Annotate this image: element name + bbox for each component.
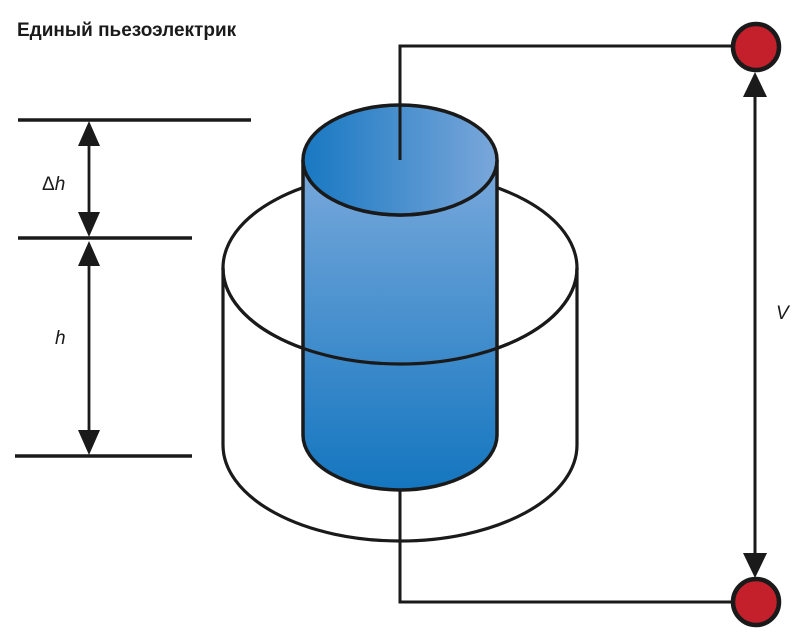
outer-cylinder-front-rim (221, 267, 579, 366)
delta-h-label: Δh (42, 174, 65, 195)
voltage-label: V (776, 303, 791, 324)
delta-symbol: Δ (42, 174, 55, 195)
h-arrowhead-up (78, 241, 100, 266)
bottom-electrode-wire (398, 490, 734, 604)
top-terminal (730, 21, 782, 73)
delta-h-arrowhead-up (78, 121, 100, 146)
delta-h-letter: h (55, 174, 66, 195)
voltage-arrowhead-down (743, 553, 767, 578)
delta-h-arrowhead-down (78, 212, 100, 237)
h-label: h (55, 328, 66, 349)
diagram-title: Единый пьезоэлектрик (17, 20, 237, 41)
top-electrode-wire (398, 44, 734, 160)
h-arrowhead-down (78, 430, 100, 455)
voltage-arrowhead-up (743, 72, 767, 97)
bottom-terminal (730, 576, 782, 628)
